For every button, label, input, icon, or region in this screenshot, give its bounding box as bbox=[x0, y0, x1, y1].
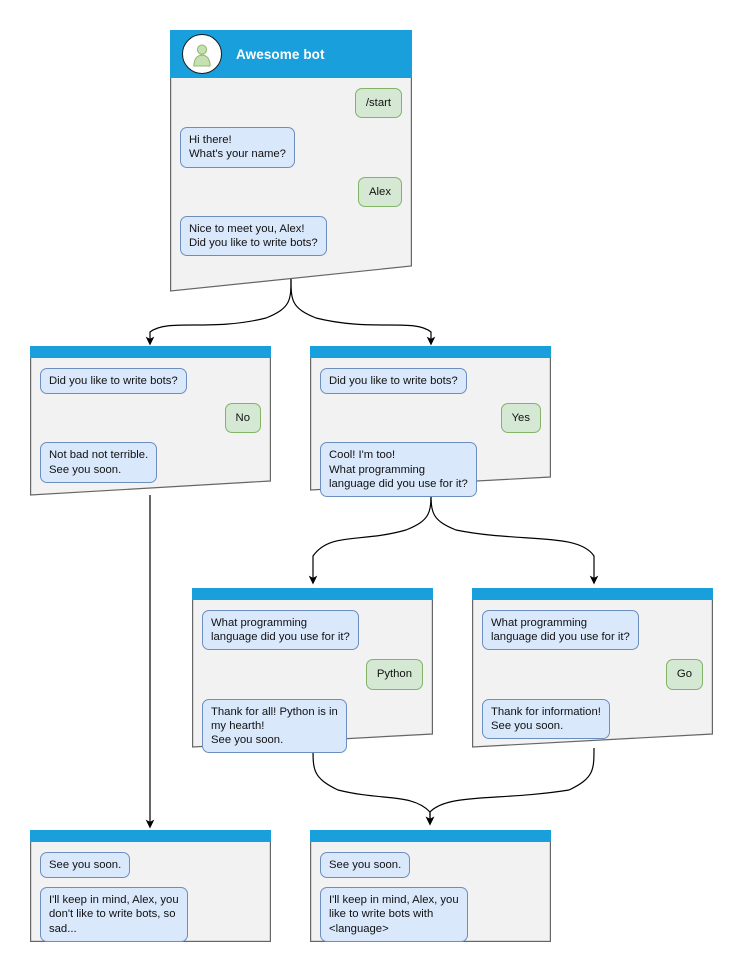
message-row: Cool! I'm too! What programming language… bbox=[320, 442, 541, 498]
message-row: What programming language did you use fo… bbox=[202, 610, 423, 651]
message-row: Hi there! What's your name? bbox=[180, 127, 402, 168]
node-python-branch-headerbar bbox=[192, 588, 433, 600]
bot-message-bubble[interactable]: What programming language did you use fo… bbox=[482, 610, 639, 651]
node-root[interactable]: Awesome bot /start Hi there! What's your… bbox=[170, 30, 412, 292]
user-message-bubble[interactable]: No bbox=[224, 403, 261, 434]
node-root-titlebar: Awesome bot bbox=[170, 30, 412, 78]
node-end-happy-headerbar bbox=[310, 830, 551, 842]
user-message-bubble[interactable]: /start bbox=[354, 88, 402, 119]
bot-message-bubble[interactable]: I'll keep in mind, Alex, you don't like … bbox=[40, 887, 188, 942]
bot-message-bubble[interactable]: Did you like to write bots? bbox=[40, 368, 187, 395]
message-row: Nice to meet you, Alex! Did you like to … bbox=[180, 215, 402, 257]
message-row: /start bbox=[180, 88, 402, 119]
user-message-bubble[interactable]: Python bbox=[365, 659, 423, 690]
node-end-happy-messages: See you soon. I'll keep in mind, Alex, y… bbox=[310, 842, 551, 951]
bot-message-bubble[interactable]: Thank for information! See you soon. bbox=[482, 698, 610, 740]
node-yes-branch[interactable]: Did you like to write bots? Yes Cool! I'… bbox=[310, 346, 551, 498]
edge-go-to-end-happy bbox=[425, 747, 595, 826]
node-yes-branch-headerbar bbox=[310, 346, 551, 358]
user-message-bubble[interactable]: Alex bbox=[358, 176, 402, 207]
message-row: What programming language did you use fo… bbox=[482, 610, 703, 651]
node-no-branch-headerbar bbox=[30, 346, 271, 358]
user-message-bubble[interactable]: Yes bbox=[500, 403, 541, 434]
message-row: Thank for all! Python is in my hearth! S… bbox=[202, 698, 423, 754]
bot-message-bubble[interactable]: See you soon. bbox=[320, 852, 411, 879]
node-end-sad-messages: See you soon. I'll keep in mind, Alex, y… bbox=[30, 842, 271, 951]
message-row: Yes bbox=[320, 403, 541, 434]
message-row: Alex bbox=[180, 176, 402, 207]
node-go-branch-messages: What programming language did you use fo… bbox=[472, 600, 713, 748]
bot-message-bubble[interactable]: Nice to meet you, Alex! Did you like to … bbox=[180, 215, 327, 257]
person-avatar-icon bbox=[182, 34, 222, 74]
node-python-branch-messages: What programming language did you use fo… bbox=[192, 600, 433, 762]
message-row: I'll keep in mind, Alex, you don't like … bbox=[40, 887, 261, 942]
bot-message-bubble[interactable]: Thank for all! Python is in my hearth! S… bbox=[202, 698, 347, 754]
node-root-messages: /start Hi there! What's your name? Alex … bbox=[170, 78, 412, 265]
bot-message-bubble[interactable]: Hi there! What's your name? bbox=[180, 127, 295, 168]
message-row: See you soon. bbox=[320, 852, 541, 879]
message-row: Thank for information! See you soon. bbox=[482, 698, 703, 740]
message-row: Go bbox=[482, 659, 703, 690]
bot-message-bubble[interactable]: I'll keep in mind, Alex, you like to wri… bbox=[320, 887, 468, 942]
message-row: Did you like to write bots? bbox=[40, 368, 261, 395]
message-row: No bbox=[40, 403, 261, 434]
bot-message-bubble[interactable]: What programming language did you use fo… bbox=[202, 610, 359, 651]
message-row: Not bad not terrible. See you soon. bbox=[40, 442, 261, 483]
bot-message-bubble[interactable]: See you soon. bbox=[40, 852, 131, 879]
node-yes-branch-messages: Did you like to write bots? Yes Cool! I'… bbox=[310, 358, 551, 506]
bot-name-label: Awesome bot bbox=[236, 46, 325, 62]
bot-message-bubble[interactable]: Not bad not terrible. See you soon. bbox=[40, 442, 158, 483]
message-row: See you soon. bbox=[40, 852, 261, 879]
node-no-branch[interactable]: Did you like to write bots? No Not bad n… bbox=[30, 346, 271, 496]
node-end-happy[interactable]: See you soon. I'll keep in mind, Alex, y… bbox=[310, 830, 551, 942]
node-python-branch[interactable]: What programming language did you use fo… bbox=[192, 588, 433, 754]
node-go-branch[interactable]: What programming language did you use fo… bbox=[472, 588, 713, 748]
bot-message-bubble[interactable]: Did you like to write bots? bbox=[320, 368, 467, 395]
node-end-sad[interactable]: See you soon. I'll keep in mind, Alex, y… bbox=[30, 830, 271, 942]
node-no-branch-messages: Did you like to write bots? No Not bad n… bbox=[30, 358, 271, 492]
node-end-sad-headerbar bbox=[30, 830, 271, 842]
message-row: Did you like to write bots? bbox=[320, 368, 541, 395]
user-message-bubble[interactable]: Go bbox=[665, 659, 703, 690]
message-row: I'll keep in mind, Alex, you like to wri… bbox=[320, 887, 541, 942]
node-go-branch-headerbar bbox=[472, 588, 713, 600]
message-row: Python bbox=[202, 659, 423, 690]
bot-message-bubble[interactable]: Cool! I'm too! What programming language… bbox=[320, 442, 477, 498]
